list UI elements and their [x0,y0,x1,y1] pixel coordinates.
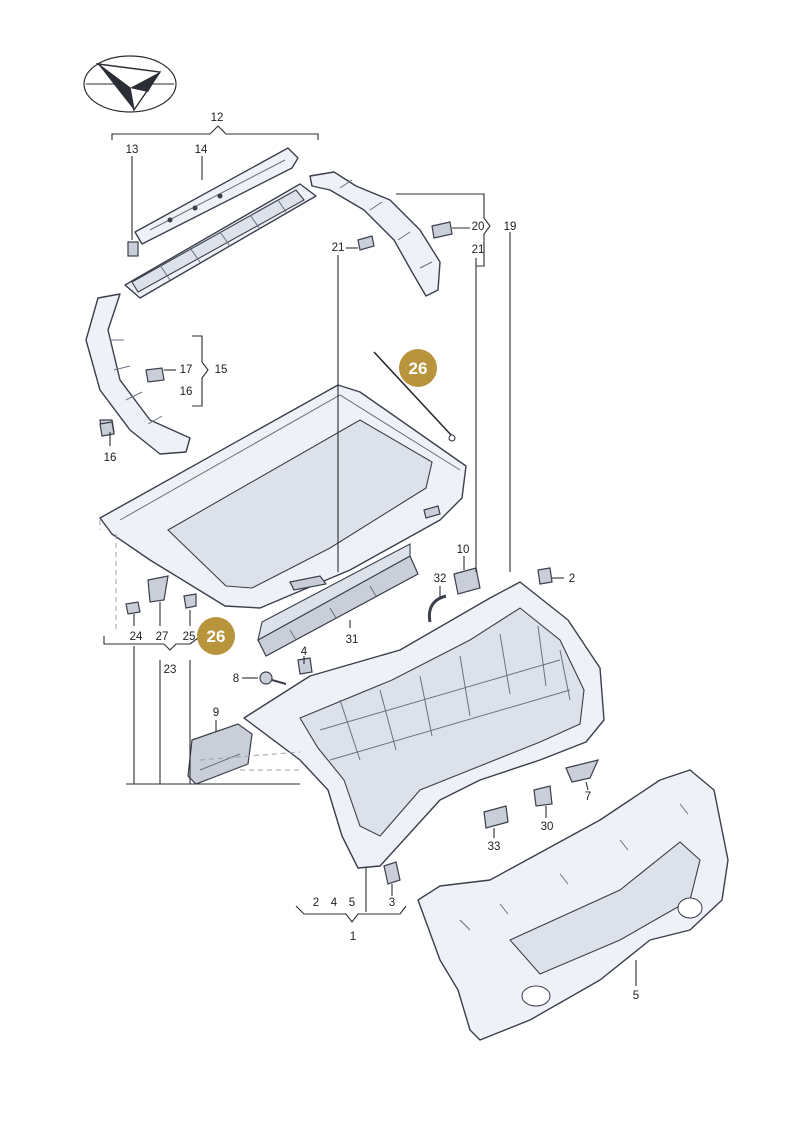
right-pillar-trim [309,171,441,297]
label-1: 1 [350,931,356,943]
label-33: 33 [488,841,501,853]
label-30: 30 [541,821,554,833]
label-19: 19 [504,221,517,233]
label-5-bottom: 5 [349,897,355,909]
fasteners [99,221,600,885]
label-12: 12 [211,112,224,124]
label-20: 20 [472,221,485,233]
label-31: 31 [346,634,359,646]
label-17: 17 [180,364,193,376]
label-2-bottom: 2 [313,897,319,909]
label-21b: 21 [472,244,485,256]
label-10: 10 [457,544,470,556]
sill-strip [257,543,419,657]
callout-badge-26b: 26 [197,617,235,655]
label-3: 3 [389,897,395,909]
upper-cover-strip [134,147,299,245]
label-9: 9 [213,707,219,719]
label-32: 32 [434,573,447,585]
label-25: 25 [183,631,196,643]
small-cover-panel [187,723,253,785]
label-8: 8 [233,673,239,685]
svg-text:26: 26 [409,359,428,378]
label-23: 23 [164,664,177,676]
label-13: 13 [126,144,139,156]
label-5: 5 [633,990,639,1002]
parcel-shelf [99,384,467,609]
callout-badge-26a: 26 [399,349,437,387]
label-4-bottom: 4 [331,897,338,909]
label-24: 24 [130,631,143,643]
svg-text:26: 26 [207,627,226,646]
tailgate-upper-trim [243,581,605,869]
label-16b: 16 [104,452,117,464]
part-labels: 12 13 14 20 19 21 21 17 15 16 16 10 32 2… [104,112,640,1002]
label-21a: 21 [332,242,345,254]
direction-arrow-icon [83,55,177,113]
label-15: 15 [215,364,228,376]
label-4-upper: 4 [301,646,308,658]
upper-trim-frame [124,183,317,299]
label-27: 27 [156,631,169,643]
leader-lines [99,125,637,986]
label-16a: 16 [180,386,193,398]
label-2-right: 2 [569,573,575,585]
shelf-strap [373,351,456,442]
label-7: 7 [585,791,591,803]
label-14: 14 [195,144,208,156]
tailgate-lower-trim [417,769,729,1041]
